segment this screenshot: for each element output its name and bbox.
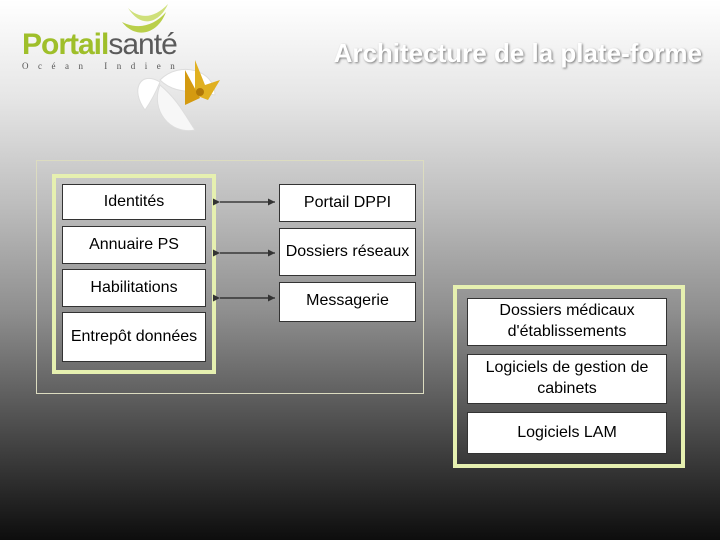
- box-portail-dppi: Portail DPPI: [279, 184, 416, 222]
- page-title: Architecture de la plate-forme: [333, 38, 702, 68]
- box-entrepot-donnees: Entrepôt données: [62, 312, 206, 362]
- box-habilitations: Habilitations: [62, 269, 206, 307]
- left-services-group: [52, 174, 216, 374]
- flower-icon: [122, 4, 220, 132]
- box-annuaire-ps: Annuaire PS: [62, 226, 206, 264]
- box-dossiers-reseaux: Dossiers réseaux: [279, 228, 416, 276]
- box-identites: Identités: [62, 184, 206, 220]
- box-messagerie: Messagerie: [279, 282, 416, 322]
- logo-brand: Portailsanté: [22, 28, 178, 61]
- platform-frame: [36, 160, 424, 394]
- external-systems-group: [453, 285, 685, 468]
- box-logiciels-lam: Logiciels LAM: [467, 412, 667, 454]
- box-dossiers-medicaux: Dossiers médicaux d'établissements: [467, 298, 667, 346]
- logo-tagline: Océan Indien: [22, 61, 185, 71]
- box-logiciels-gestion: Logiciels de gestion de cabinets: [467, 354, 667, 404]
- portail-sante-logo: Portailsanté Océan Indien: [10, 0, 220, 150]
